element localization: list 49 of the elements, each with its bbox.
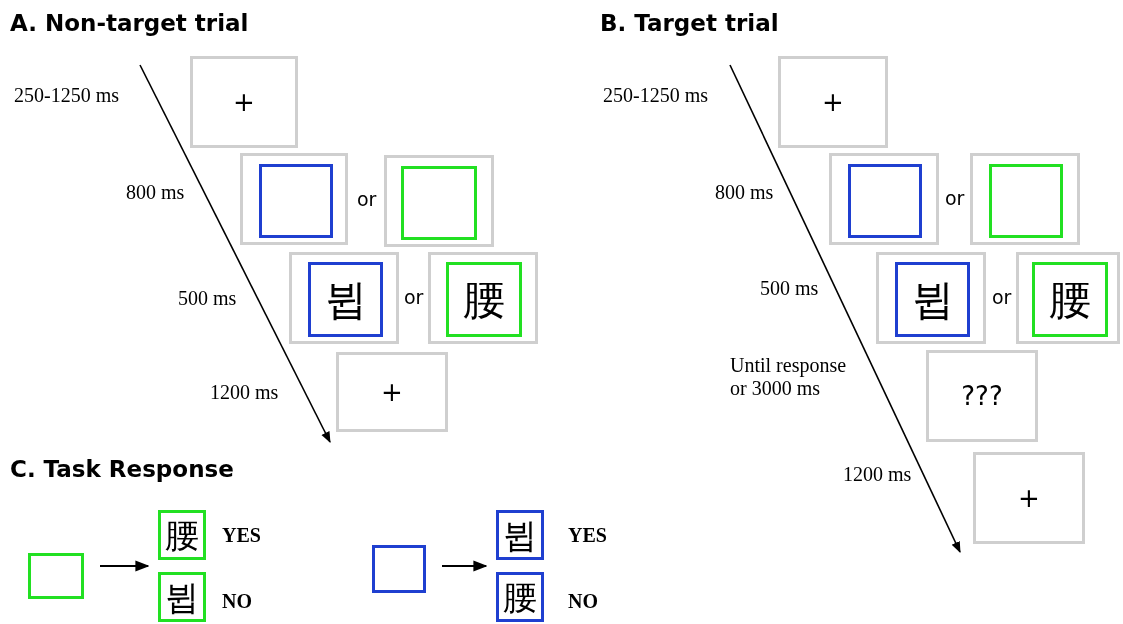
arrow (99, 560, 150, 572)
character-frame: 뷥 (158, 572, 206, 622)
duration-label: 1200 ms (210, 381, 279, 404)
stimulus-screen (876, 252, 986, 344)
character-frame: 腰 (158, 510, 206, 560)
answer-label: YES (222, 524, 261, 547)
cue-screen (829, 153, 939, 245)
character-frame: 뷥 (496, 510, 544, 560)
duration-label: Until response or 3000 ms (730, 354, 848, 400)
cue-screen (384, 155, 494, 247)
panel-heading: A. Non-target trial (10, 10, 249, 36)
stimulus-screen (1016, 252, 1120, 344)
connector-word: or (357, 188, 377, 210)
cue-square (259, 164, 333, 238)
stimulus-screen (289, 252, 399, 344)
cue-square (848, 164, 922, 238)
fixation-screen: + (778, 56, 888, 148)
response-screen: ??? (926, 350, 1038, 442)
connector-word: or (404, 286, 424, 308)
answer-label: YES (568, 524, 607, 547)
cue-screen (970, 153, 1080, 245)
stimulus-screen (428, 252, 538, 344)
duration-label: 800 ms (715, 181, 774, 204)
fixation-screen: + (190, 56, 298, 148)
cue-square (401, 166, 477, 240)
duration-label: 500 ms (178, 287, 237, 310)
fixation-screen: + (973, 452, 1085, 544)
cue-square (28, 553, 84, 599)
character-frame: 뷥 (895, 262, 970, 337)
connector-word: or (945, 187, 965, 209)
arrow (441, 560, 488, 572)
character-frame: 腰 (1032, 262, 1108, 337)
character-frame: 腰 (446, 262, 522, 337)
character-frame: 腰 (496, 572, 544, 622)
cue-square (989, 164, 1063, 238)
duration-label: 1200 ms (843, 463, 912, 486)
panel-heading: B. Target trial (600, 10, 779, 36)
cue-square (372, 545, 426, 593)
fixation-screen: + (336, 352, 448, 432)
duration-label: 250-1250 ms (603, 84, 708, 107)
character-frame: 뷥 (308, 262, 383, 337)
panel-heading: C. Task Response (10, 456, 234, 482)
answer-label: NO (222, 590, 252, 613)
cue-screen (240, 153, 348, 245)
duration-label: 250-1250 ms (14, 84, 119, 107)
duration-label: 500 ms (760, 277, 819, 300)
duration-label: 800 ms (126, 181, 185, 204)
connector-word: or (992, 286, 1012, 308)
answer-label: NO (568, 590, 598, 613)
